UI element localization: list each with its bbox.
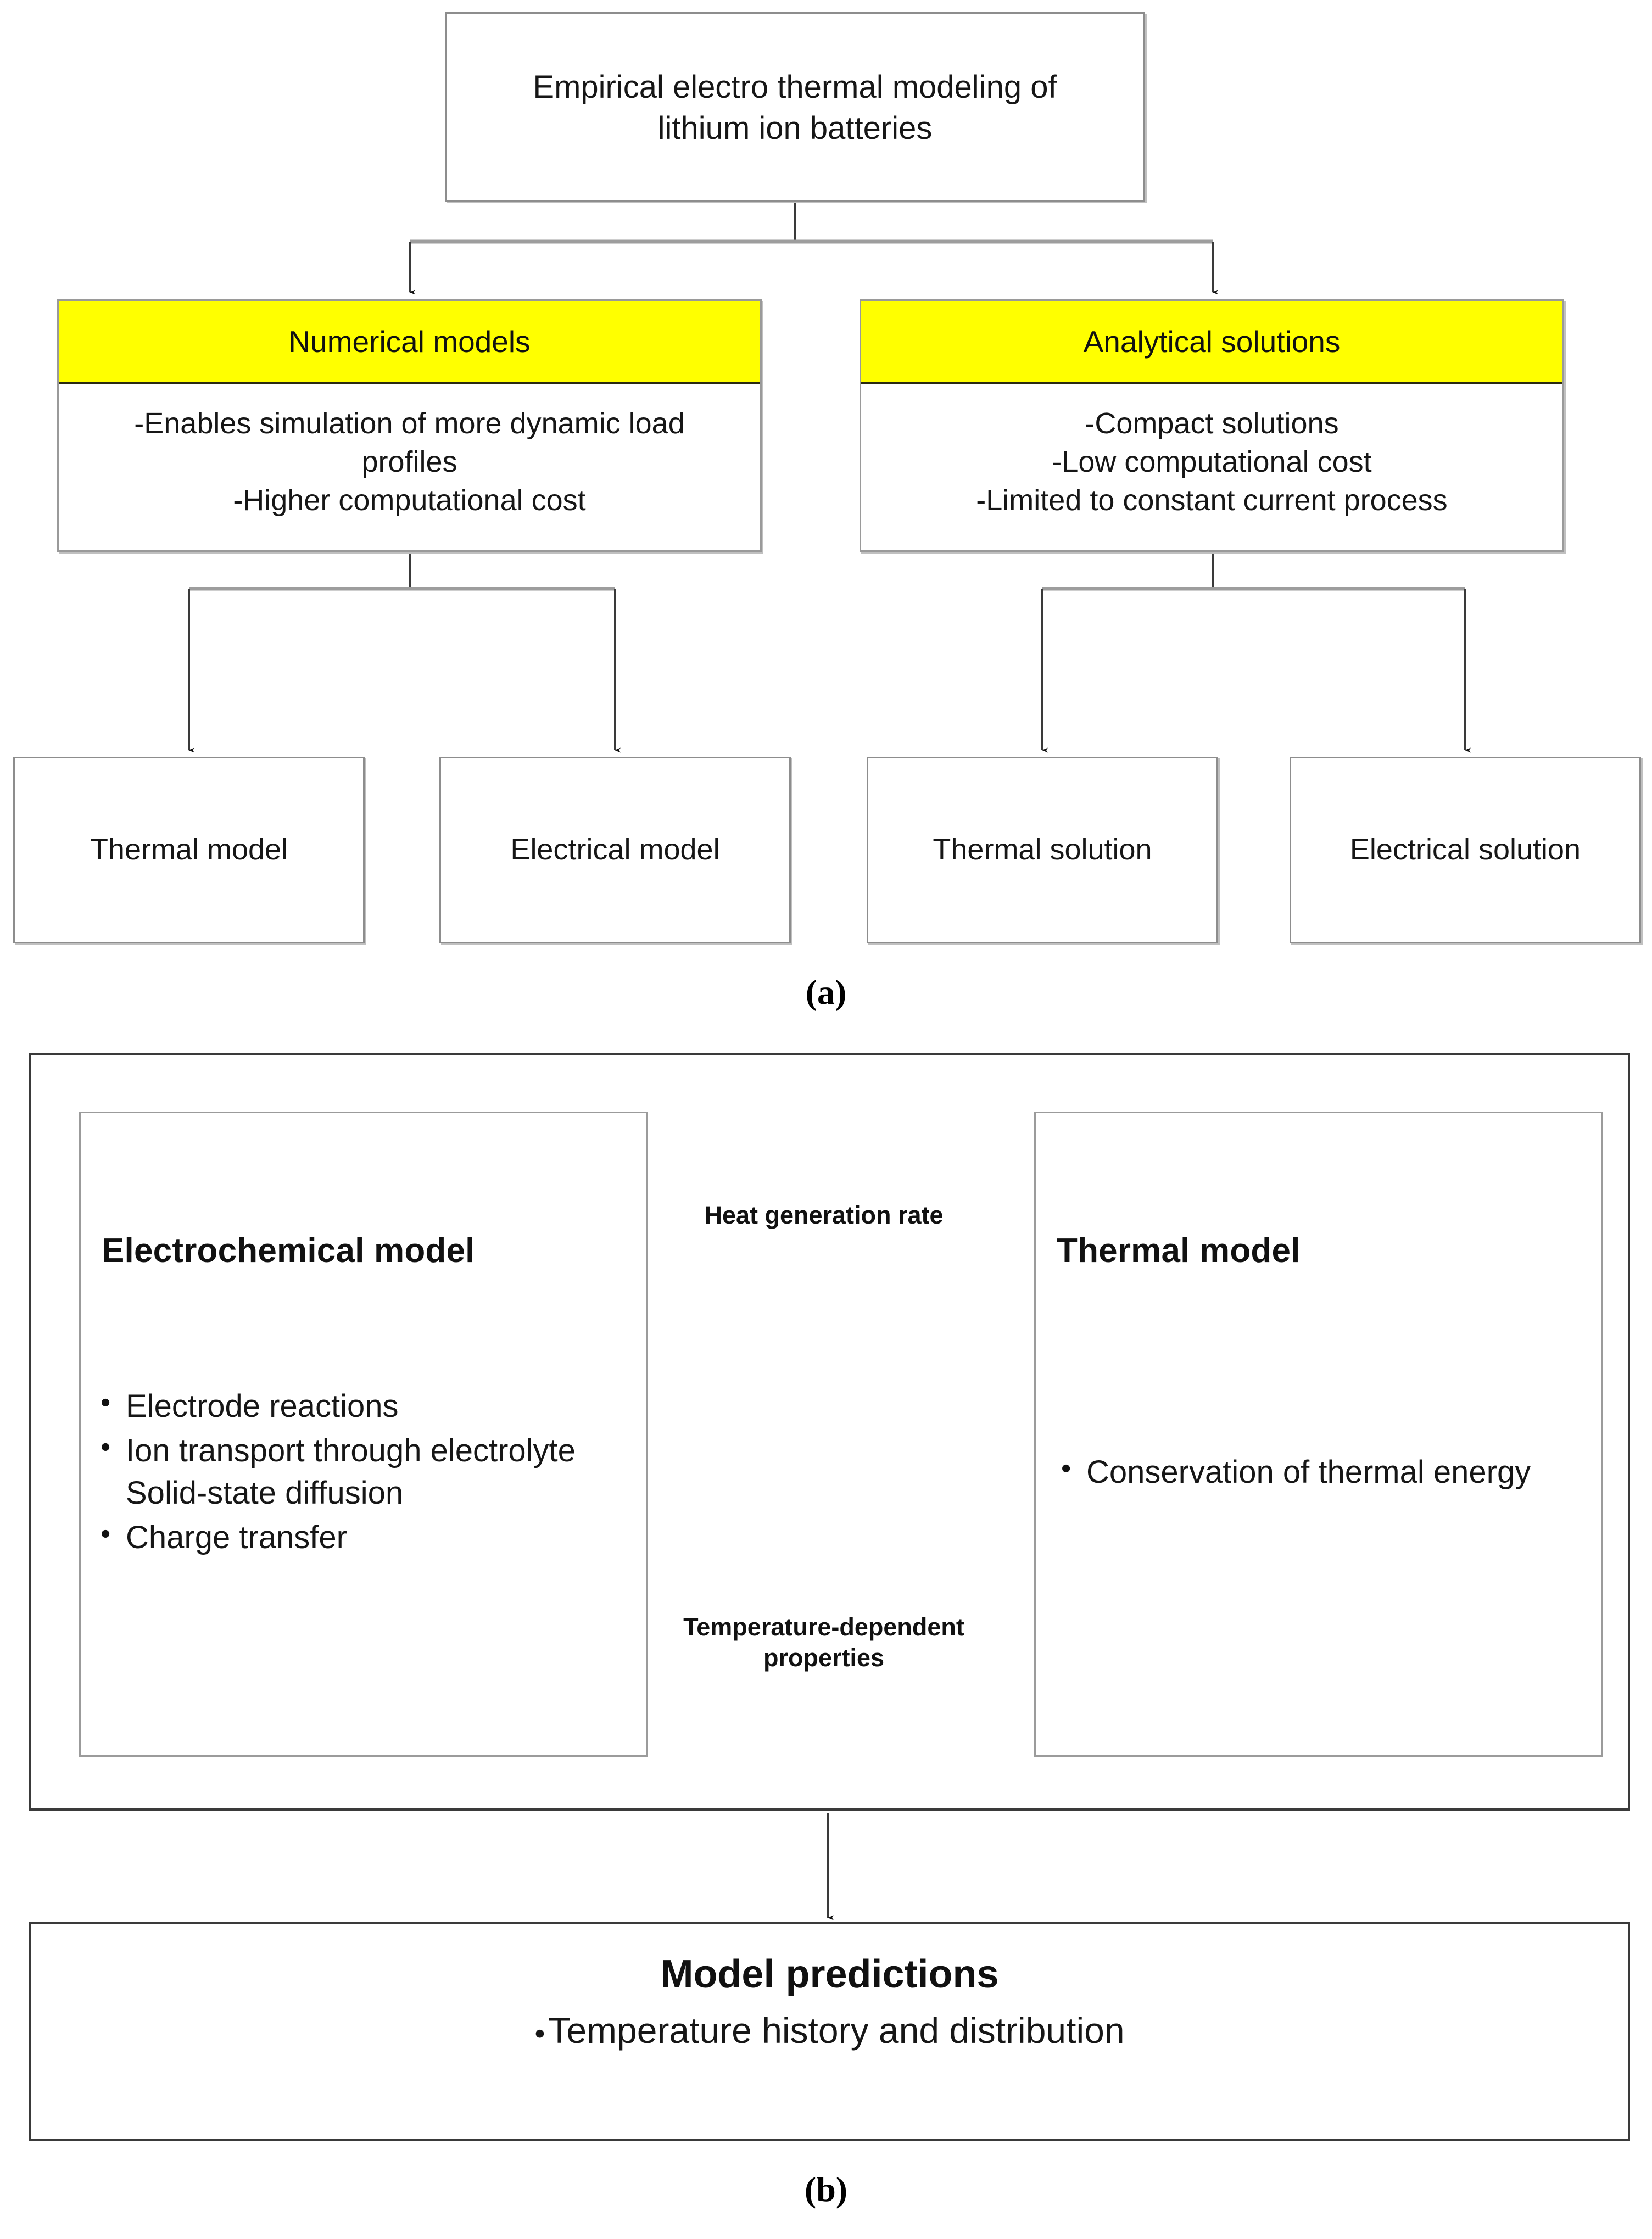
- analytical-solutions-node: Analytical solutions -Compact solutions …: [860, 299, 1564, 552]
- leaf-electrical-model-label: Electrical model: [510, 833, 720, 866]
- electrochemical-model-list: Electrode reactions Ion transport throug…: [97, 1384, 633, 1561]
- thermal-model-box: Thermal model Conservation of thermal en…: [1034, 1112, 1603, 1757]
- model-predictions-item: •Temperature history and distribution: [31, 2009, 1628, 2051]
- heat-generation-rate-label: Heat generation rate: [704, 1201, 944, 1229]
- numerical-models-body: -Enables simulation of more dynamic load…: [59, 384, 760, 550]
- root-node-text: Empirical electro thermal modeling of li…: [447, 66, 1143, 149]
- analytical-solutions-header-label: Analytical solutions: [1083, 324, 1341, 359]
- temperature-label-line-2: properties: [763, 1644, 885, 1672]
- leaf-thermal-solution-label: Thermal solution: [933, 833, 1152, 866]
- electrochemical-model-box: Electrochemical model Electrode reaction…: [79, 1112, 648, 1757]
- panel-b-caption: (b): [804, 2170, 848, 2209]
- leaf-thermal-model: Thermal model: [13, 757, 365, 943]
- list-item: Conservation of thermal energy: [1058, 1450, 1588, 1493]
- numerical-models-node: Numerical models -Enables simulation of …: [57, 299, 762, 552]
- analytical-bullet-2: -Low computational cost: [1052, 445, 1372, 479]
- root-node-box: Empirical electro thermal modeling of li…: [445, 12, 1145, 202]
- leaf-electrical-solution: Electrical solution: [1290, 757, 1641, 943]
- model-predictions-box: Model predictions •Temperature history a…: [29, 1922, 1630, 2141]
- list-item: Electrode reactions: [97, 1384, 633, 1427]
- leaf-thermal-model-label: Thermal model: [90, 833, 288, 866]
- panel-b-frame: Electrochemical model Electrode reaction…: [29, 1053, 1630, 1811]
- thermal-model-list: Conservation of thermal energy: [1058, 1450, 1588, 1495]
- list-item: Ion transport through electrolyte Solid-…: [97, 1428, 633, 1514]
- analytical-bullet-3: -Limited to constant current process: [976, 484, 1448, 517]
- leaf-thermal-solution: Thermal solution: [867, 757, 1218, 943]
- numerical-bullet-1-cont: profiles: [361, 445, 457, 479]
- root-line-1: Empirical electro thermal modeling of: [533, 69, 1057, 105]
- numerical-models-header-label: Numerical models: [288, 324, 531, 359]
- analytical-solutions-header: Analytical solutions: [861, 301, 1562, 384]
- analytical-bullet-1: -Compact solutions: [1085, 407, 1339, 440]
- analytical-solutions-body: -Compact solutions -Low computational co…: [861, 384, 1562, 550]
- model-predictions-title: Model predictions: [660, 1952, 999, 1996]
- root-line-2: lithium ion batteries: [657, 110, 933, 147]
- numerical-models-header: Numerical models: [59, 301, 760, 384]
- temperature-label-line-1: Temperature-dependent: [683, 1613, 964, 1641]
- list-item: Charge transfer: [97, 1515, 633, 1559]
- temperature-dependent-properties-label: Temperature-dependent properties: [643, 1612, 1005, 1674]
- leaf-electrical-model: Electrical model: [439, 757, 791, 943]
- numerical-bullet-1: -Enables simulation of more dynamic load: [134, 407, 685, 440]
- leaf-electrical-solution-label: Electrical solution: [1349, 833, 1581, 866]
- panel-a-caption: (a): [805, 973, 847, 1012]
- electrochemical-model-title: Electrochemical model: [102, 1232, 475, 1270]
- thermal-model-title: Thermal model: [1057, 1232, 1301, 1270]
- bullet-icon: •: [534, 2017, 545, 2050]
- numerical-bullet-2: -Higher computational cost: [233, 484, 586, 517]
- model-predictions-item-label: Temperature history and distribution: [548, 2010, 1125, 2051]
